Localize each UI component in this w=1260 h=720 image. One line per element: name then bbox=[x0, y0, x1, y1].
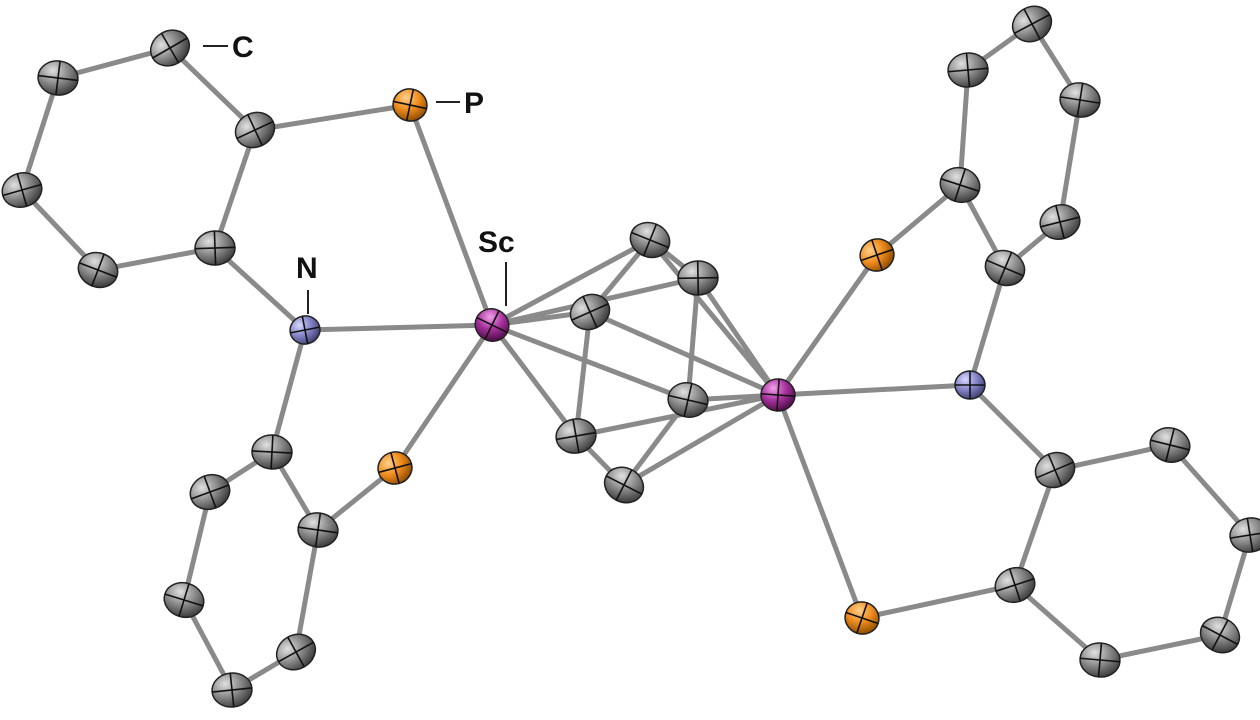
bond-sc2-k1 bbox=[647, 237, 781, 398]
label-c: C bbox=[203, 31, 254, 64]
label-p: P bbox=[436, 87, 484, 120]
bond-r4-r5 bbox=[1057, 97, 1083, 225]
bond-r6-n2 bbox=[967, 265, 1008, 388]
scandium-atom bbox=[760, 378, 796, 412]
carbon-atom bbox=[677, 260, 719, 296]
scandium-atom bbox=[474, 308, 510, 342]
carbon-atom bbox=[37, 60, 79, 96]
bonds bbox=[19, 21, 1253, 693]
carbon-atom bbox=[1034, 451, 1076, 489]
bond-c5-c6 bbox=[212, 127, 258, 251]
bond-sc2-k2 bbox=[695, 275, 781, 398]
label-sc: Sc bbox=[478, 226, 515, 306]
carbon-atom bbox=[569, 293, 611, 331]
bond-p2-sc1 bbox=[392, 322, 495, 471]
bond-sc1-k4 bbox=[489, 322, 691, 403]
bond-p4-sc2 bbox=[775, 392, 865, 621]
carbon-atom bbox=[77, 251, 119, 289]
bond-n2-s1 bbox=[967, 382, 1058, 473]
bond-s6-p4 bbox=[859, 582, 1018, 621]
carbon-atom bbox=[211, 672, 253, 708]
bond-r1-r2 bbox=[957, 67, 971, 188]
nitrogen-atom bbox=[289, 315, 321, 345]
carbon-atom bbox=[189, 473, 231, 511]
carbon-atom bbox=[1079, 642, 1121, 678]
bond-sc1-k1 bbox=[489, 237, 653, 328]
bond-sc2-p3 bbox=[775, 252, 880, 398]
carbon-atom bbox=[194, 230, 236, 266]
carbon-atom bbox=[234, 111, 276, 149]
bond-p1-sc1 bbox=[407, 102, 495, 328]
label-n-text: N bbox=[296, 252, 318, 285]
label-p-text: P bbox=[464, 87, 484, 120]
bond-c11-c12 bbox=[293, 527, 321, 655]
carbon-atom bbox=[1199, 616, 1241, 654]
carbon-atom bbox=[984, 249, 1026, 287]
bond-k5-k3 bbox=[573, 309, 593, 439]
phosphorus-atom bbox=[392, 88, 428, 122]
bond-sc2-k3 bbox=[587, 309, 781, 398]
label-sc-text: Sc bbox=[478, 226, 515, 259]
bond-sc2-k6 bbox=[621, 392, 781, 488]
nitrogen-atom bbox=[954, 370, 986, 400]
carbon-atom bbox=[1149, 427, 1191, 463]
phosphorus-atom bbox=[844, 601, 880, 635]
carbon-atom bbox=[1229, 517, 1260, 553]
bond-c5-n1 bbox=[212, 245, 308, 333]
carbon-atom bbox=[275, 633, 317, 671]
bond-c2-c3 bbox=[19, 75, 61, 193]
bond-sc1-k5 bbox=[489, 322, 579, 439]
bond-n2-sc2 bbox=[775, 382, 973, 398]
carbon-atom bbox=[939, 166, 981, 204]
bond-n1-sc1 bbox=[302, 322, 495, 333]
carbon-atom bbox=[947, 52, 989, 88]
carbon-atom bbox=[555, 418, 597, 454]
carbon-atom bbox=[297, 512, 339, 548]
carbon-atom bbox=[149, 29, 191, 67]
label-n: N bbox=[296, 252, 318, 314]
phosphorus-atom bbox=[377, 451, 413, 485]
carbon-atom bbox=[163, 581, 205, 619]
bond-sc2-k5 bbox=[573, 392, 781, 439]
phosphorus-atom bbox=[859, 238, 895, 272]
carbon-atom bbox=[1011, 5, 1053, 43]
bond-c6-c1 bbox=[167, 45, 258, 133]
carbon-atom bbox=[1, 172, 43, 208]
label-c-text: C bbox=[232, 31, 254, 64]
carbon-atom bbox=[603, 466, 645, 504]
carbon-atom bbox=[251, 434, 293, 470]
carbon-atom bbox=[1059, 82, 1101, 118]
carbon-atom bbox=[1039, 204, 1081, 240]
carbon-atom bbox=[994, 566, 1036, 604]
bond-n1-c7 bbox=[269, 327, 308, 455]
carbon-atom bbox=[667, 382, 709, 418]
bond-c6-p1 bbox=[252, 102, 413, 133]
bond-s2-s3 bbox=[1167, 442, 1253, 538]
bond-s6-s1 bbox=[1012, 467, 1058, 588]
carbon-atom bbox=[629, 221, 671, 259]
